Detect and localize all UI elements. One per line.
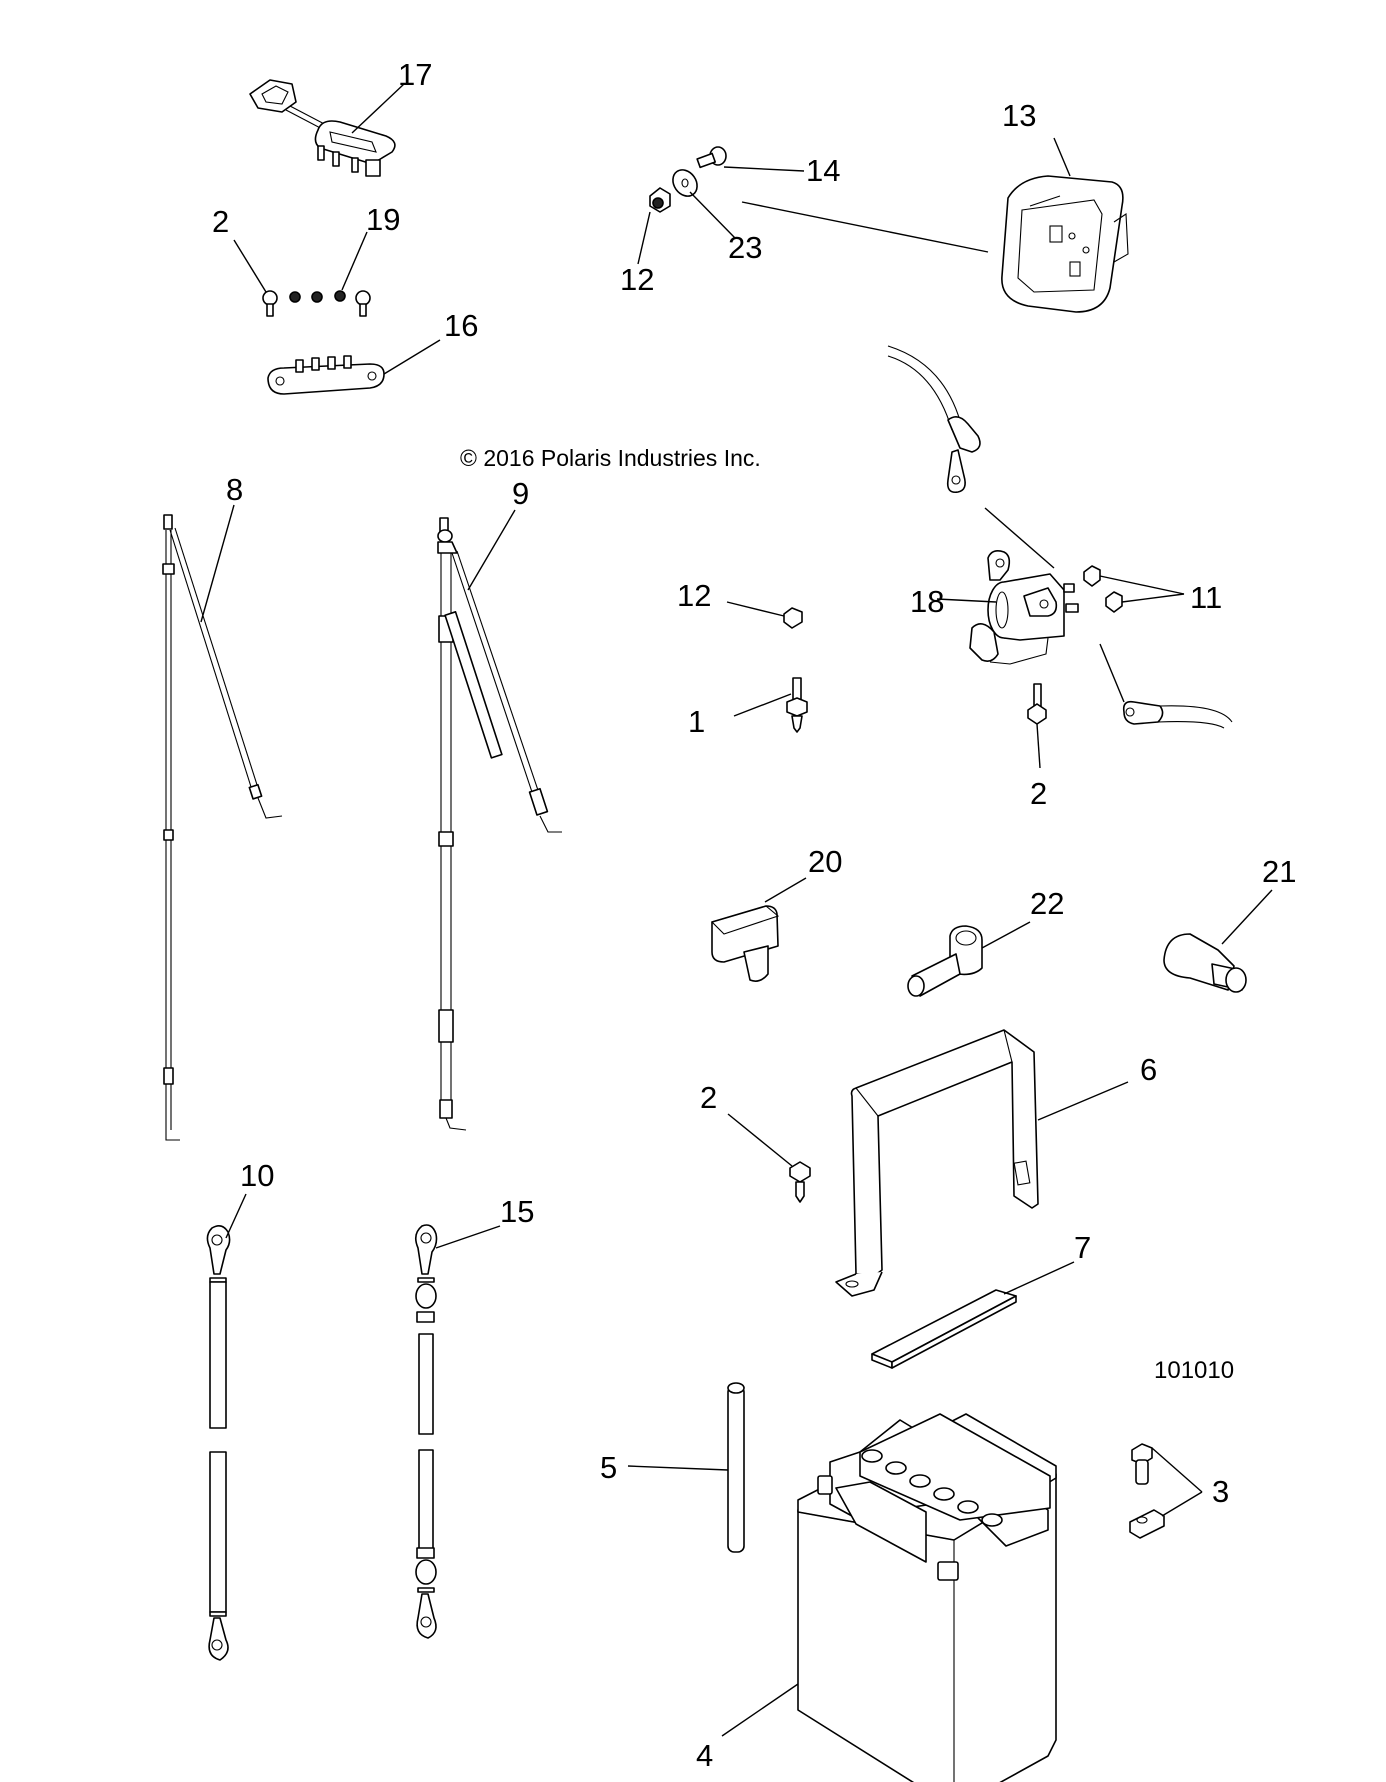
- leader-18b: [1121, 593, 1185, 603]
- callout-6: 6: [1140, 1052, 1157, 1087]
- part-17-tether-cap: [249, 79, 396, 177]
- part-3-bolt-nut: [1129, 1443, 1165, 1539]
- part-22-boot: [907, 925, 983, 997]
- leader-4: [721, 1683, 799, 1737]
- part-18-nuts: [1083, 565, 1123, 613]
- part-1-solenoid: [969, 550, 1079, 665]
- part-13-module-housing: [1001, 175, 1129, 313]
- leader-cable-lower: [1099, 643, 1125, 703]
- callout-20: 20: [808, 844, 842, 879]
- part-4-battery: [797, 1413, 1057, 1782]
- leader-8: [200, 504, 235, 623]
- callout-12-mid: 12: [677, 578, 711, 613]
- callout-10: 10: [240, 1158, 274, 1193]
- leader-3a: [1151, 1447, 1203, 1493]
- part-23-washer: [672, 169, 698, 197]
- leader-9: [467, 509, 516, 591]
- leader-21: [1221, 889, 1273, 945]
- leader-2a: [233, 239, 267, 293]
- leader-13-fasteners: [741, 201, 989, 253]
- part-16-terminal-block: [267, 355, 385, 395]
- callout-13: 13: [1002, 98, 1036, 133]
- leader-19: [341, 231, 368, 291]
- leader-14: [723, 166, 805, 172]
- callout-5: 5: [600, 1450, 617, 1485]
- part-15-cable: [414, 1224, 438, 1639]
- callout-1: 18: [910, 584, 944, 619]
- part-2-screw-mid: [1027, 683, 1047, 725]
- callout-7: 7: [1074, 1230, 1091, 1265]
- callout-4: 4: [696, 1738, 713, 1773]
- callout-23: 23: [728, 230, 762, 265]
- callout-11: 1: [688, 704, 705, 739]
- part-5-vent-tube: [727, 1382, 745, 1553]
- leader-15: [435, 1225, 501, 1249]
- callout-22: 22: [1030, 886, 1064, 921]
- leader-22: [981, 921, 1031, 949]
- part-10-cable: [206, 1224, 231, 1661]
- part-14-bolt: [696, 146, 727, 169]
- part-2-screw-lower: [789, 1161, 811, 1203]
- leader-3b: [1161, 1491, 1203, 1517]
- leader-12a: [637, 211, 651, 265]
- drawing-code: 101010: [1154, 1357, 1234, 1384]
- callout-12-top: 12: [620, 262, 654, 297]
- callout-15: 15: [500, 1194, 534, 1229]
- leader-2b: [1036, 723, 1041, 769]
- leader-20: [764, 877, 807, 903]
- leader-18a: [1099, 575, 1185, 595]
- leader-7: [1003, 1261, 1075, 1295]
- part-11-stud: [786, 677, 808, 733]
- callout-8: 8: [226, 472, 243, 507]
- part-12-flange-nut-top: [649, 187, 671, 213]
- copyright-notice: © 2016 Polaris Industries Inc.: [460, 445, 761, 471]
- part-7-pad: [871, 1289, 1017, 1369]
- leader-23: [689, 191, 736, 239]
- solenoid-cable-lower: [1122, 700, 1233, 729]
- leader-6: [1037, 1081, 1129, 1121]
- part-8-cable: [162, 514, 283, 1141]
- callout-14: 14: [806, 153, 840, 188]
- solenoid-cable-upper: [887, 345, 981, 494]
- callout-18: 11: [1190, 580, 1222, 615]
- callout-2-lower: 2: [700, 1080, 717, 1115]
- leader-2c: [727, 1113, 793, 1167]
- leader-5: [627, 1465, 729, 1471]
- leader-16: [383, 339, 441, 375]
- part-20-boot: [710, 905, 780, 982]
- callout-19: 19: [366, 202, 400, 237]
- leader-11: [733, 693, 792, 717]
- part-21-boot: [1163, 933, 1247, 993]
- leader-10: [225, 1193, 247, 1239]
- callout-16: 16: [444, 308, 478, 343]
- leader-17: [351, 83, 405, 134]
- callout-3: 3: [1212, 1474, 1229, 1509]
- part-6-bracket: [835, 1029, 1039, 1297]
- callout-2-mid: 2: [1030, 776, 1047, 811]
- callout-17: 17: [398, 57, 432, 92]
- callout-9: 9: [512, 476, 529, 511]
- part-12-flange-nut-mid: [783, 607, 803, 629]
- callout-2-top: 2: [212, 204, 229, 239]
- leader-cable-upper: [984, 507, 1055, 569]
- part-2-19-fasteners: [262, 290, 371, 317]
- part-9-cable: [437, 517, 562, 1131]
- leader-1: [936, 598, 997, 603]
- leader-13: [1053, 137, 1071, 177]
- leader-12b: [726, 601, 785, 617]
- callout-21: 21: [1262, 854, 1296, 889]
